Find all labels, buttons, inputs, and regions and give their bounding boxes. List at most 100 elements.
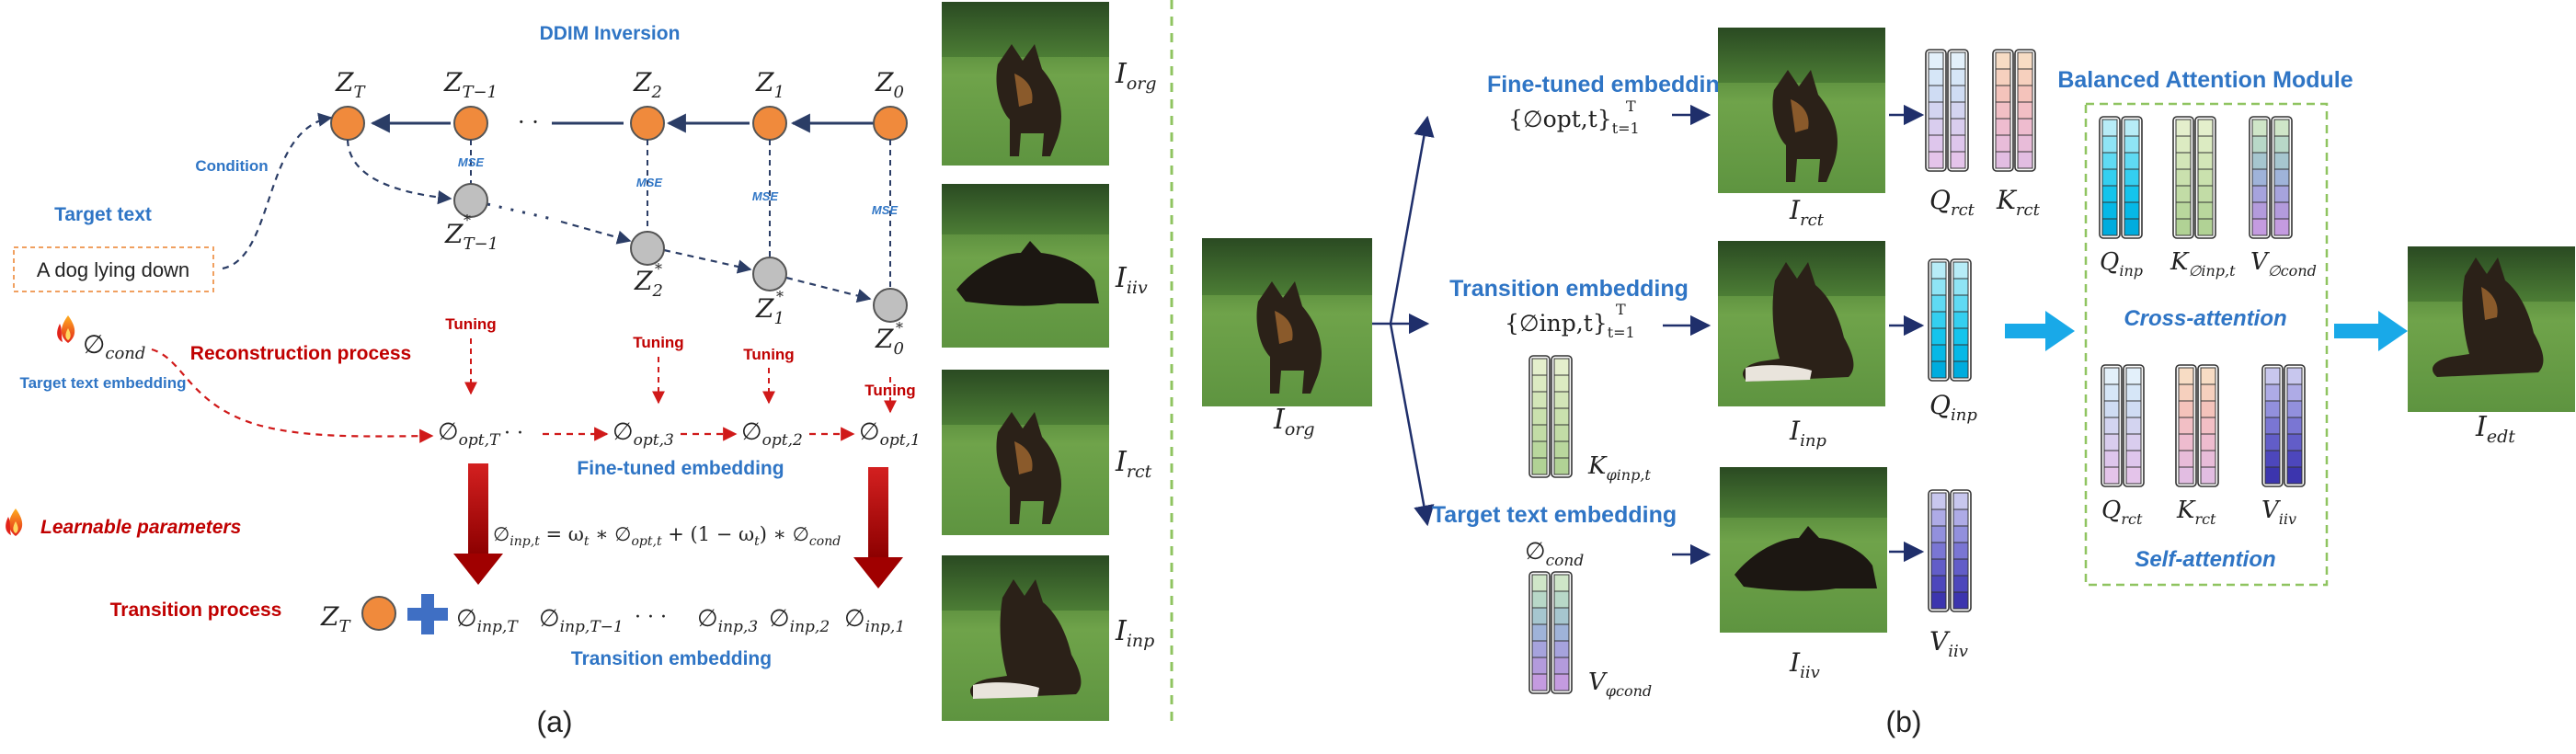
caption-b: (b) bbox=[1885, 705, 1921, 738]
token-cell bbox=[2178, 450, 2194, 468]
token-cell bbox=[2200, 383, 2216, 402]
token-column-cross-v bbox=[2249, 116, 2293, 239]
token-cell bbox=[1531, 574, 1548, 592]
transition-process-label: Transition process bbox=[110, 600, 282, 621]
svg-text:Z2: Z2 bbox=[633, 67, 662, 102]
token-cell bbox=[1553, 673, 1570, 691]
image-b-i-org bbox=[1202, 238, 1372, 406]
b-transition-set-sup: T bbox=[1616, 301, 1626, 318]
token-cell bbox=[2197, 218, 2214, 236]
image-i-rct bbox=[942, 370, 1109, 535]
token-cell bbox=[2101, 152, 2118, 170]
token-cell bbox=[2124, 135, 2140, 154]
token-cell bbox=[1930, 278, 1947, 296]
token-cell bbox=[2103, 433, 2120, 451]
token-cell bbox=[1952, 558, 1969, 577]
token-cell bbox=[2197, 185, 2214, 203]
token-cell bbox=[2251, 168, 2268, 187]
image-b-i-rct bbox=[1718, 28, 1885, 193]
token-cell bbox=[2251, 119, 2268, 137]
cross-attention-label: Cross-attention bbox=[2124, 306, 2286, 331]
svg-text:∅opt,2: ∅opt,2 bbox=[741, 418, 803, 450]
token-cell bbox=[2273, 119, 2290, 137]
svg-text:Z2: Z2 bbox=[634, 266, 663, 301]
token-cell bbox=[1531, 657, 1548, 675]
latent-z-t: ZT bbox=[330, 67, 366, 141]
token-column-k-inp bbox=[1528, 355, 1573, 478]
label-b-i-edt: Iedt bbox=[2475, 411, 2515, 447]
red-arrow-left bbox=[453, 463, 503, 585]
token-cell bbox=[1952, 278, 1969, 296]
token-cell bbox=[2125, 367, 2142, 385]
token-cell bbox=[2264, 400, 2281, 418]
token-cell bbox=[1995, 151, 2011, 169]
image-b-i-iiv bbox=[1720, 467, 1887, 633]
target-text-title: Target text bbox=[54, 204, 152, 225]
token-cell bbox=[2103, 466, 2120, 485]
token-cell bbox=[1952, 542, 1969, 560]
b-target-text-embedding-label: Target text embedding bbox=[1432, 502, 1677, 528]
token-cell bbox=[2197, 119, 2214, 137]
label-v-iiv: Viiv bbox=[1929, 626, 1968, 661]
svg-text:∅inp,1: ∅inp,1 bbox=[844, 605, 905, 636]
svg-text:∅inp,T−1: ∅inp,T−1 bbox=[539, 605, 624, 636]
fine-tuned-embedding-label: Fine-tuned embedding bbox=[577, 458, 784, 479]
tuning-label-3: Tuning bbox=[743, 346, 794, 363]
token-column-self-k bbox=[2175, 364, 2219, 487]
latent-z-0: Z0 bbox=[873, 67, 908, 141]
token-cell bbox=[2273, 152, 2290, 170]
red-arrow-right bbox=[853, 467, 903, 588]
token-cell bbox=[1553, 358, 1570, 376]
token-cell bbox=[1553, 374, 1570, 393]
svg-text:∅inp,3: ∅inp,3 bbox=[697, 605, 758, 636]
token-cell bbox=[1553, 607, 1570, 625]
token-cell bbox=[1553, 391, 1570, 409]
label-cross-v: V∅cond bbox=[2250, 248, 2317, 280]
b-transition-set: {∅inp,t}t=1 bbox=[1505, 310, 1635, 341]
svg-text:Z0: Z0 bbox=[875, 67, 904, 102]
token-cell bbox=[1995, 134, 2011, 153]
learnable-parameters-label: Learnable parameters bbox=[40, 517, 241, 538]
token-cell bbox=[2103, 367, 2120, 385]
label-self-k: Krct bbox=[2176, 497, 2216, 528]
token-cell bbox=[1952, 525, 1969, 543]
label-cross-k: K∅inp,t bbox=[2170, 248, 2236, 280]
mse-label-2: MSE bbox=[636, 176, 663, 189]
token-cell bbox=[1930, 508, 1947, 527]
token-column-self-q bbox=[2101, 364, 2145, 487]
token-cell bbox=[2286, 400, 2303, 418]
token-cell bbox=[2197, 135, 2214, 154]
token-cell bbox=[2124, 201, 2140, 220]
cyan-arrow-out-module bbox=[2334, 311, 2408, 351]
token-cell bbox=[2175, 185, 2192, 203]
token-cell bbox=[2101, 218, 2118, 236]
transition-zt-label: ZT bbox=[320, 601, 351, 636]
token-column-v-iiv bbox=[1928, 489, 1972, 612]
token-cell bbox=[2273, 201, 2290, 220]
ellipsis-top: · · bbox=[518, 109, 539, 135]
token-cell bbox=[2286, 417, 2303, 435]
token-column-cross-q bbox=[2099, 116, 2143, 239]
svg-text:*: * bbox=[776, 288, 784, 305]
svg-text:∅opt,3: ∅opt,3 bbox=[613, 418, 674, 450]
tuning-label-2: Tuning bbox=[633, 334, 683, 351]
token-cell bbox=[1930, 327, 1947, 346]
token-cell bbox=[2175, 152, 2192, 170]
token-cell bbox=[2125, 466, 2142, 485]
tuning-label-1: Tuning bbox=[445, 315, 496, 333]
token-cell bbox=[2273, 168, 2290, 187]
b-fine-tuned-set: {∅opt,t}t=1 bbox=[1508, 106, 1640, 137]
token-cell bbox=[2178, 417, 2194, 435]
token-cell bbox=[1553, 407, 1570, 426]
token-cell bbox=[2125, 400, 2142, 418]
token-cell bbox=[2017, 134, 2033, 153]
latent-z-1: Z1 bbox=[752, 67, 787, 141]
label-b-i-rct: Irct bbox=[1789, 195, 1825, 230]
b-transition-embedding-label: Transition embedding bbox=[1449, 276, 1689, 302]
token-cell bbox=[2264, 433, 2281, 451]
label-q-inp: Qinp bbox=[1929, 390, 1977, 425]
prompt-text: A dog lying down bbox=[37, 258, 189, 281]
token-cell bbox=[2178, 383, 2194, 402]
token-cell bbox=[1995, 51, 2011, 70]
